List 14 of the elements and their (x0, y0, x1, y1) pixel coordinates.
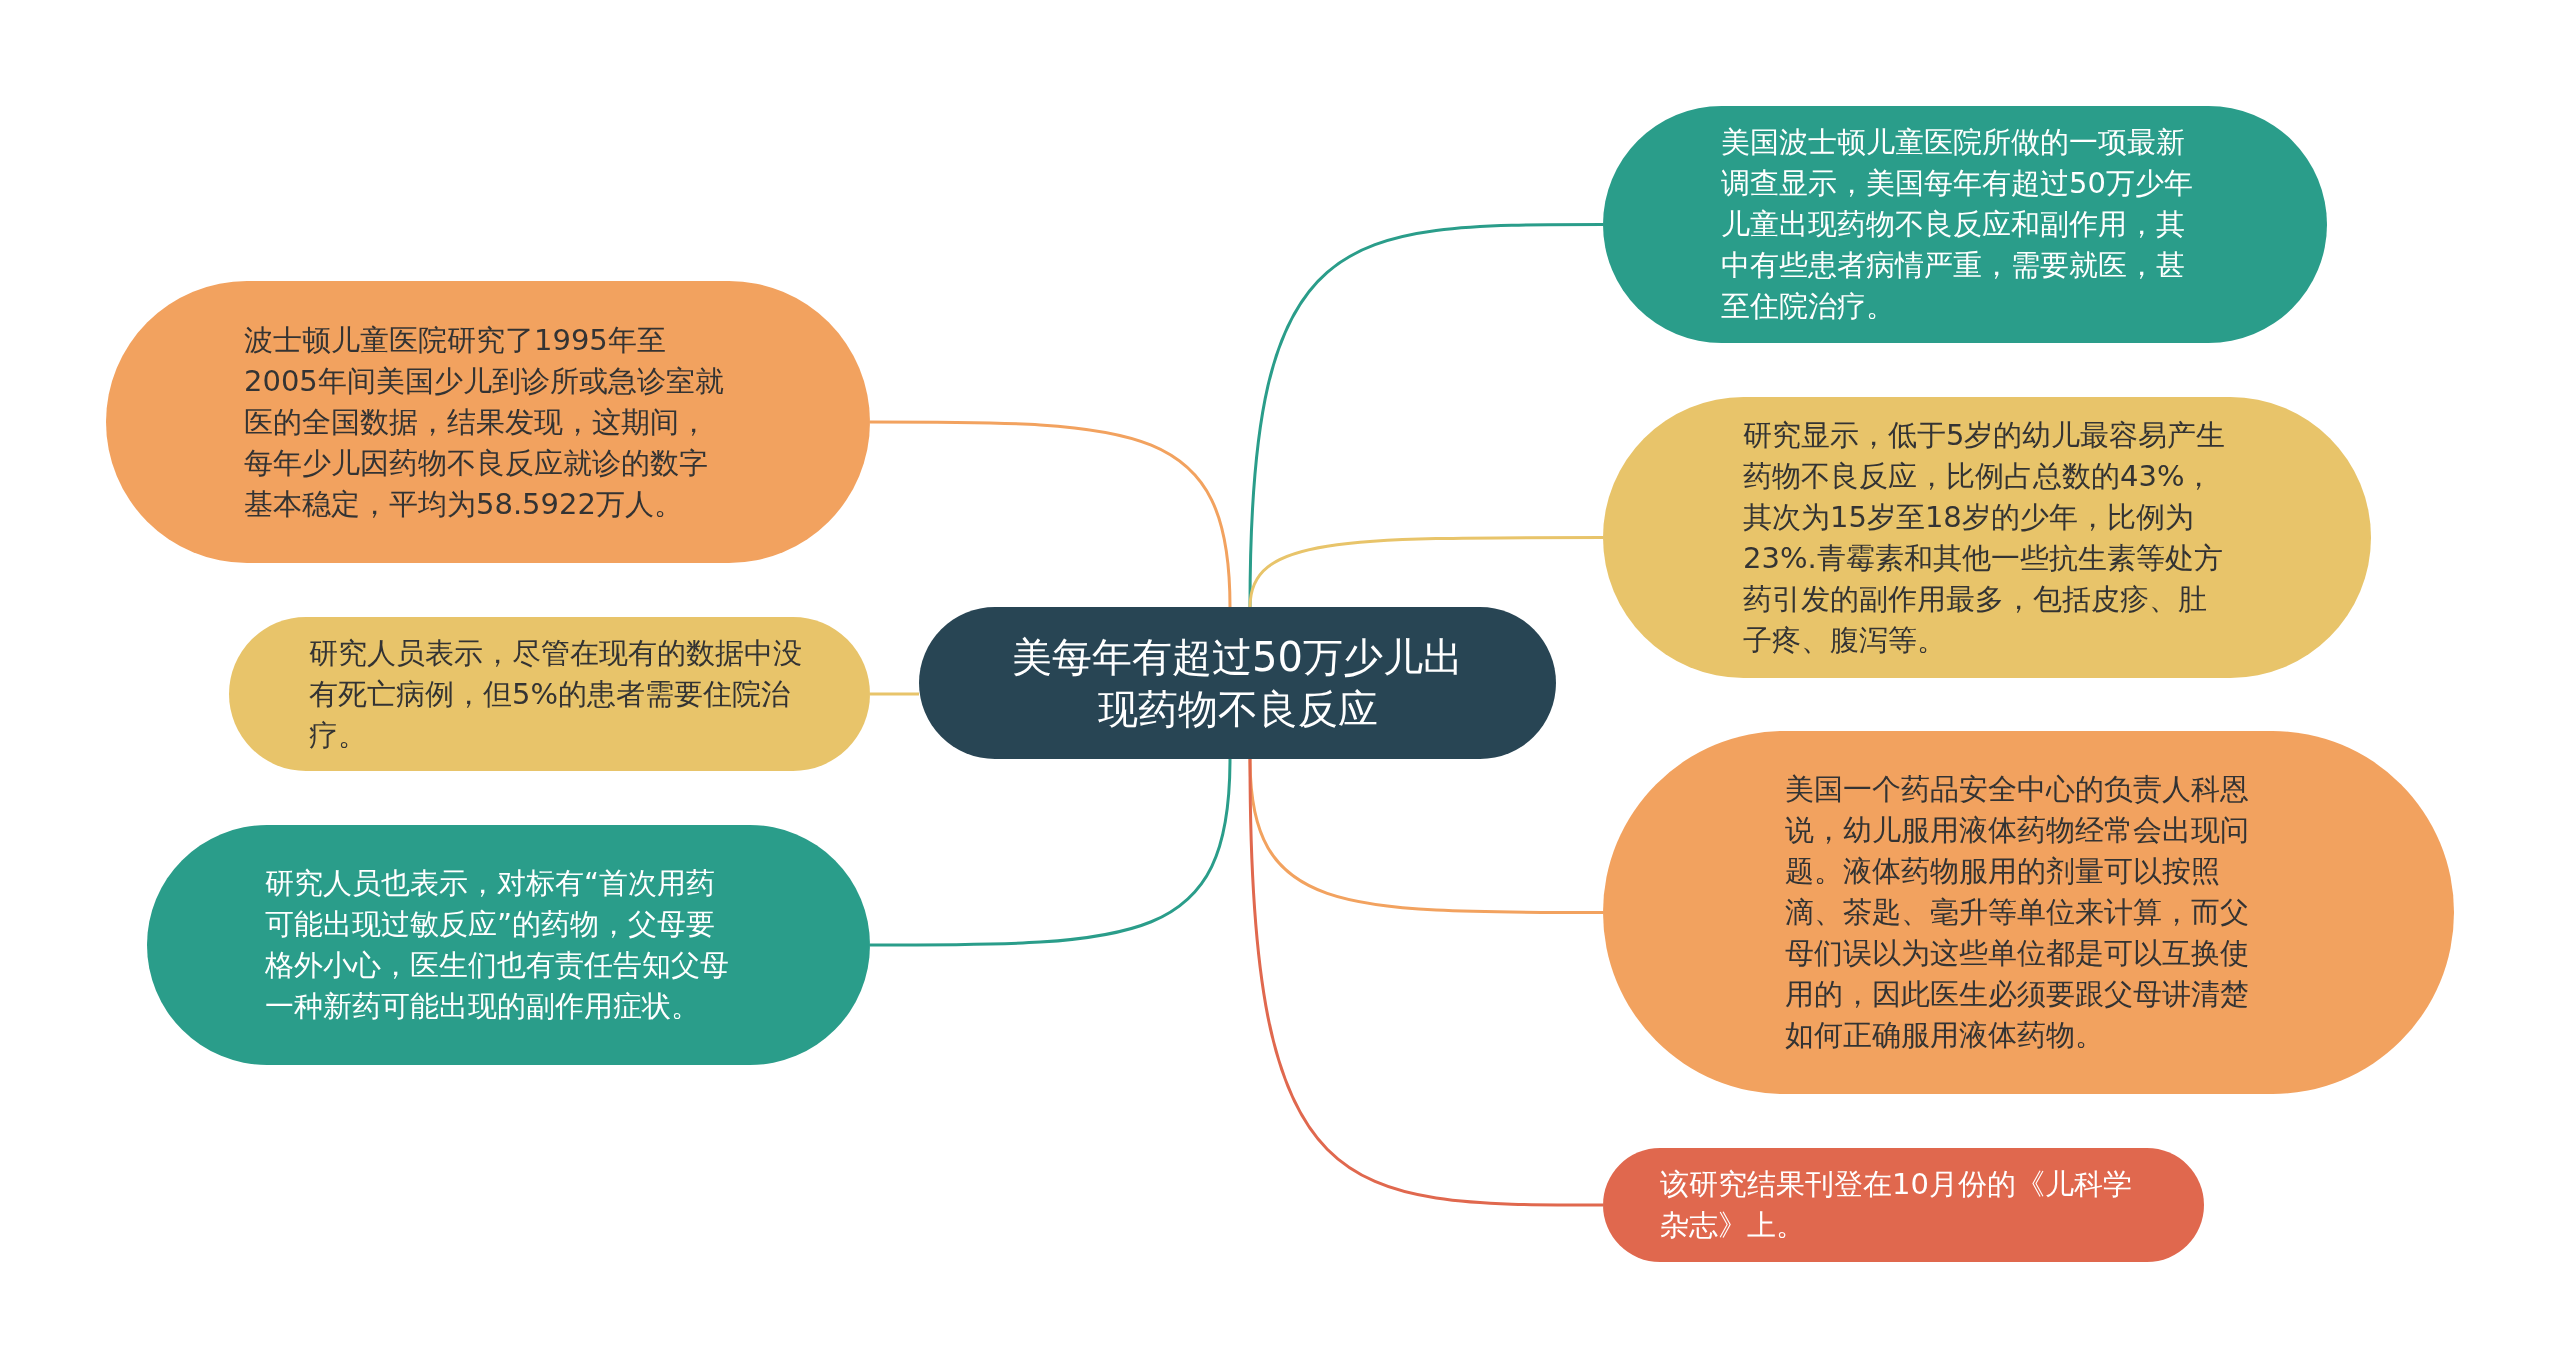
bubble-text: 波士顿儿童医院研究了1995年至2005年间美国少儿到诊所或急诊室就医的全国数据，结果发现，这期间，每年少儿因药物不良反应就诊的数字基本稳定，平均为58.5922万人。 (244, 321, 725, 523)
connector-line (1248, 536, 1603, 608)
bubble-text: 美国一个药品安全中心的负责人科恩说，幼儿服用液体药物经常会出现问题。液体药物服用的剂量可以按照滴、茶匙、毫升等单位来计算，而父母们误以为这些单位都是可以互换使用的，因此医生必须要跟父母讲清楚如何正确服用液体药物。 (1785, 771, 2250, 1054)
connector-line (870, 420, 1232, 608)
connector-line (1248, 758, 1603, 1207)
bubble-text: 美每年有超过50万少儿出现药物不良反应 (1011, 633, 1464, 734)
bubble-text: 研究显示，低于5岁的幼儿最容易产生药物不良反应，比例占总数的43%，其次为15岁至18岁的少年，比例为23%.青霉素和其他一些抗生素等处方药引发的副作用最多，包括皮疹、肚子疼、腹泻等。 (1743, 416, 2227, 659)
connector-line (1248, 223, 1603, 608)
bubble-text: 该研究结果刊登在10月份的《儿科学杂志》上。 (1660, 1166, 2133, 1244)
connector-line (870, 758, 1232, 947)
bubble-text: 研究人员表示，尽管在现有的数据中没有死亡病例，但5%的患者需要住院治疗。 (309, 634, 803, 754)
connector-line (870, 692, 919, 696)
bubble-text: 研究人员也表示，对标有“首次用药可能出现过敏反应”的药物，父母要格外小心，医生们也有责任告知父母一种新药可能出现的副作用症状。 (265, 865, 730, 1025)
bubble-text: 美国波士顿儿童医院所做的一项最新调查显示，美国每年有超过50万少年儿童出现药物不良反应和副作用，其中有些患者病情严重，需要就医，甚至住院治疗。 (1721, 124, 2194, 325)
